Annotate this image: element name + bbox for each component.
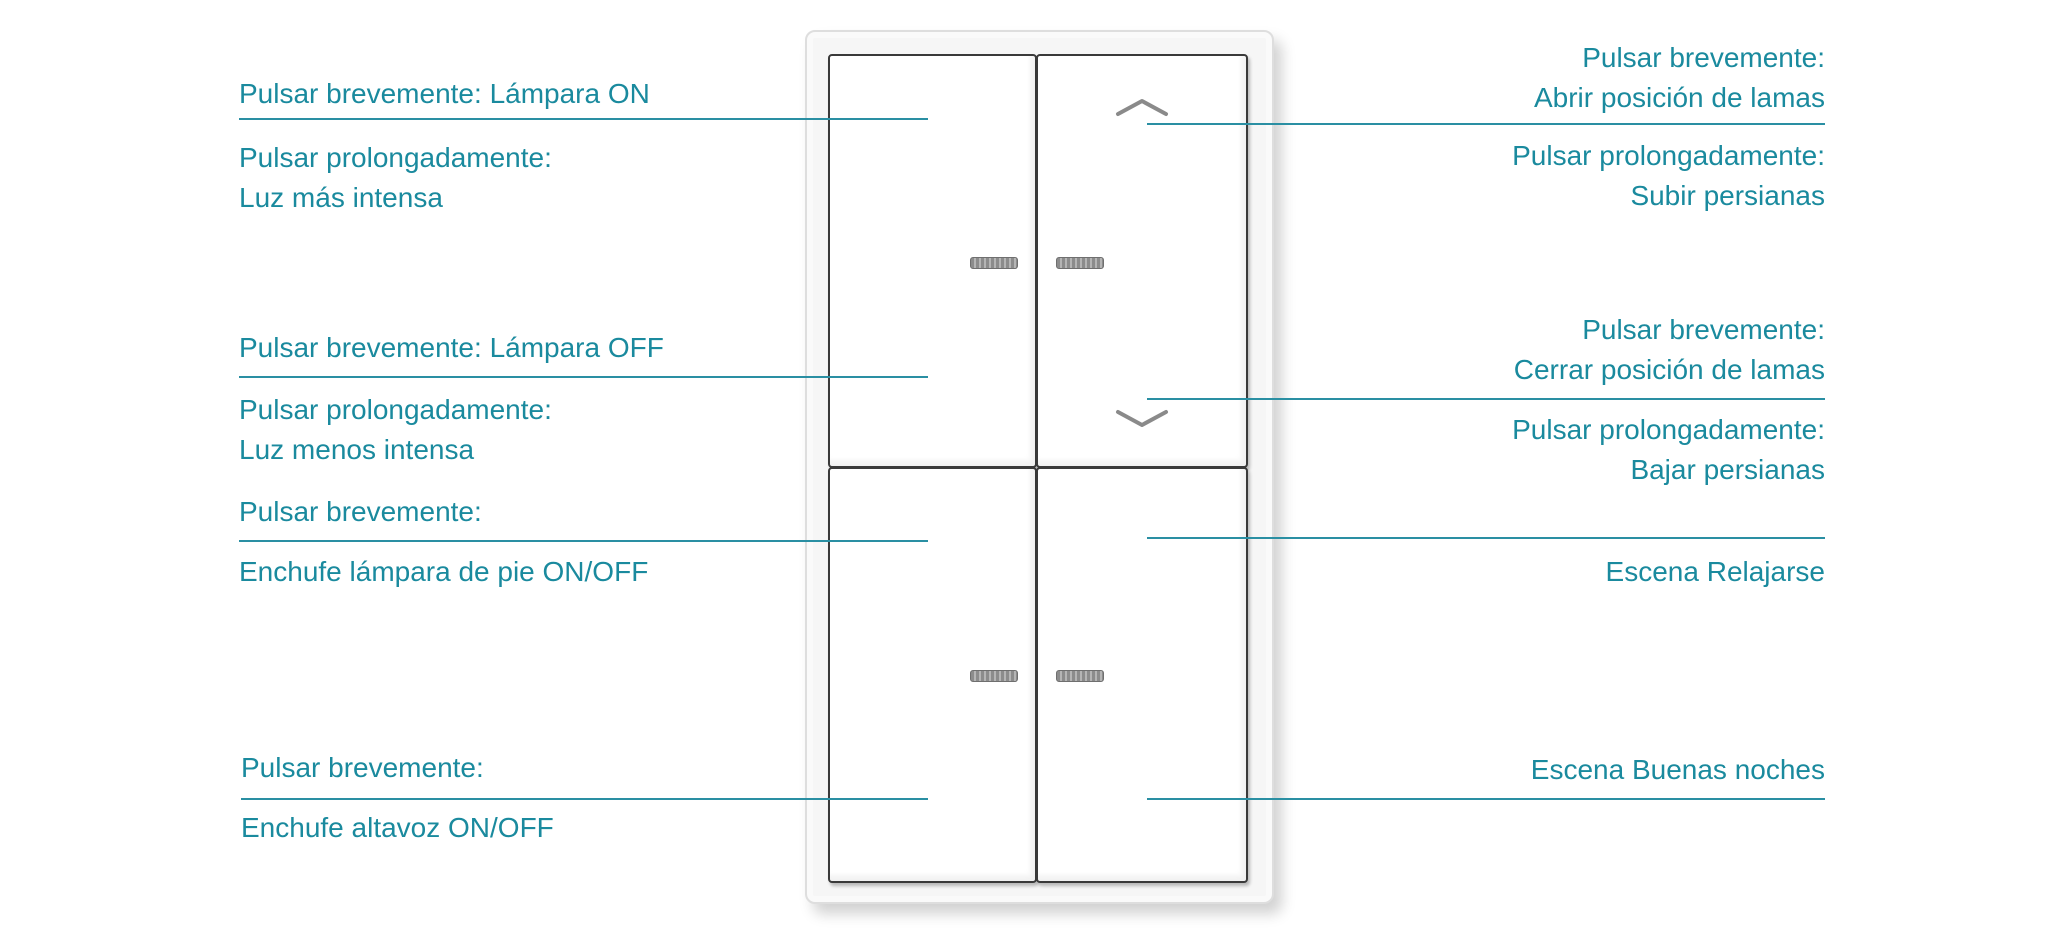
label-long-press-brighter: Pulsar prolongadamente: Luz más intensa	[239, 138, 552, 218]
label-raise-blinds: Pulsar prolongadamente: Subir persianas	[1512, 136, 1825, 216]
label-short-press-lamp-off: Pulsar brevemente: Lámpara OFF	[239, 332, 664, 364]
leader-line-left-2	[239, 376, 928, 378]
label-line: Enchufe lámpara de pie ON/OFF	[239, 556, 649, 587]
label-line: Pulsar prolongadamente:	[1512, 140, 1825, 171]
label-line: Pulsar brevemente: Lámpara OFF	[239, 332, 664, 363]
chevron-up-icon	[1116, 99, 1168, 116]
label-line: Pulsar brevemente:	[239, 496, 482, 527]
label-short-press-lamp-on: Pulsar brevemente: Lámpara ON	[239, 78, 650, 110]
leader-line-left-4	[241, 798, 928, 800]
rocker-bottom-right[interactable]	[1036, 467, 1248, 883]
label-scene-good-night: Escena Buenas noches	[1531, 754, 1825, 786]
label-short-press-socket-1: Pulsar brevemente:	[239, 496, 482, 528]
label-line: Pulsar brevemente:	[1582, 314, 1825, 345]
label-line: Subir persianas	[1630, 180, 1825, 211]
label-line: Pulsar prolongadamente:	[239, 394, 552, 425]
label-line: Escena Buenas noches	[1530, 754, 1825, 785]
label-line: Pulsar prolongadamente:	[239, 142, 552, 173]
label-long-press-dimmer: Pulsar prolongadamente: Luz menos intens…	[239, 390, 552, 470]
leader-line-right-4	[1147, 798, 1825, 800]
leader-line-right-1	[1147, 123, 1825, 125]
led-indicator-icon	[970, 670, 1018, 682]
leader-line-right-2	[1147, 398, 1825, 400]
label-line: Abrir posición de lamas	[1533, 82, 1825, 113]
label-lower-blinds: Pulsar prolongadamente: Bajar persianas	[1512, 410, 1825, 490]
label-close-slats: Pulsar brevemente: Cerrar posición de la…	[1514, 310, 1825, 390]
leader-line-right-3	[1147, 537, 1825, 539]
label-open-slats: Pulsar brevemente: Abrir posición de lam…	[1534, 38, 1825, 118]
label-short-press-socket-2: Pulsar brevemente:	[241, 752, 484, 784]
led-indicator-icon	[1056, 670, 1104, 682]
rocker-top-left[interactable]	[828, 54, 1037, 468]
label-line: Pulsar brevemente:	[241, 752, 484, 783]
label-line: Escena Relajarse	[1605, 556, 1825, 587]
label-line: Pulsar prolongadamente:	[1512, 414, 1825, 445]
leader-line-left-1	[239, 118, 928, 120]
label-line: Luz más intensa	[239, 182, 443, 213]
rocker-top-right[interactable]	[1036, 54, 1248, 468]
label-line: Enchufe altavoz ON/OFF	[241, 812, 554, 843]
label-line: Luz menos intensa	[239, 434, 475, 465]
rocker-bottom-left[interactable]	[828, 467, 1037, 883]
label-floor-lamp-socket: Enchufe lámpara de pie ON/OFF	[239, 556, 648, 588]
led-indicator-icon	[1056, 257, 1104, 269]
label-scene-relax: Escena Relajarse	[1606, 556, 1825, 588]
label-line: Cerrar posición de lamas	[1513, 354, 1825, 385]
led-indicator-icon	[970, 257, 1018, 269]
label-line: Bajar persianas	[1630, 454, 1825, 485]
label-speaker-socket: Enchufe altavoz ON/OFF	[241, 812, 554, 844]
chevron-down-icon	[1116, 410, 1168, 427]
leader-line-left-3	[239, 540, 928, 542]
label-line: Pulsar brevemente:	[1582, 42, 1825, 73]
label-line: Pulsar brevemente: Lámpara ON	[239, 78, 650, 109]
